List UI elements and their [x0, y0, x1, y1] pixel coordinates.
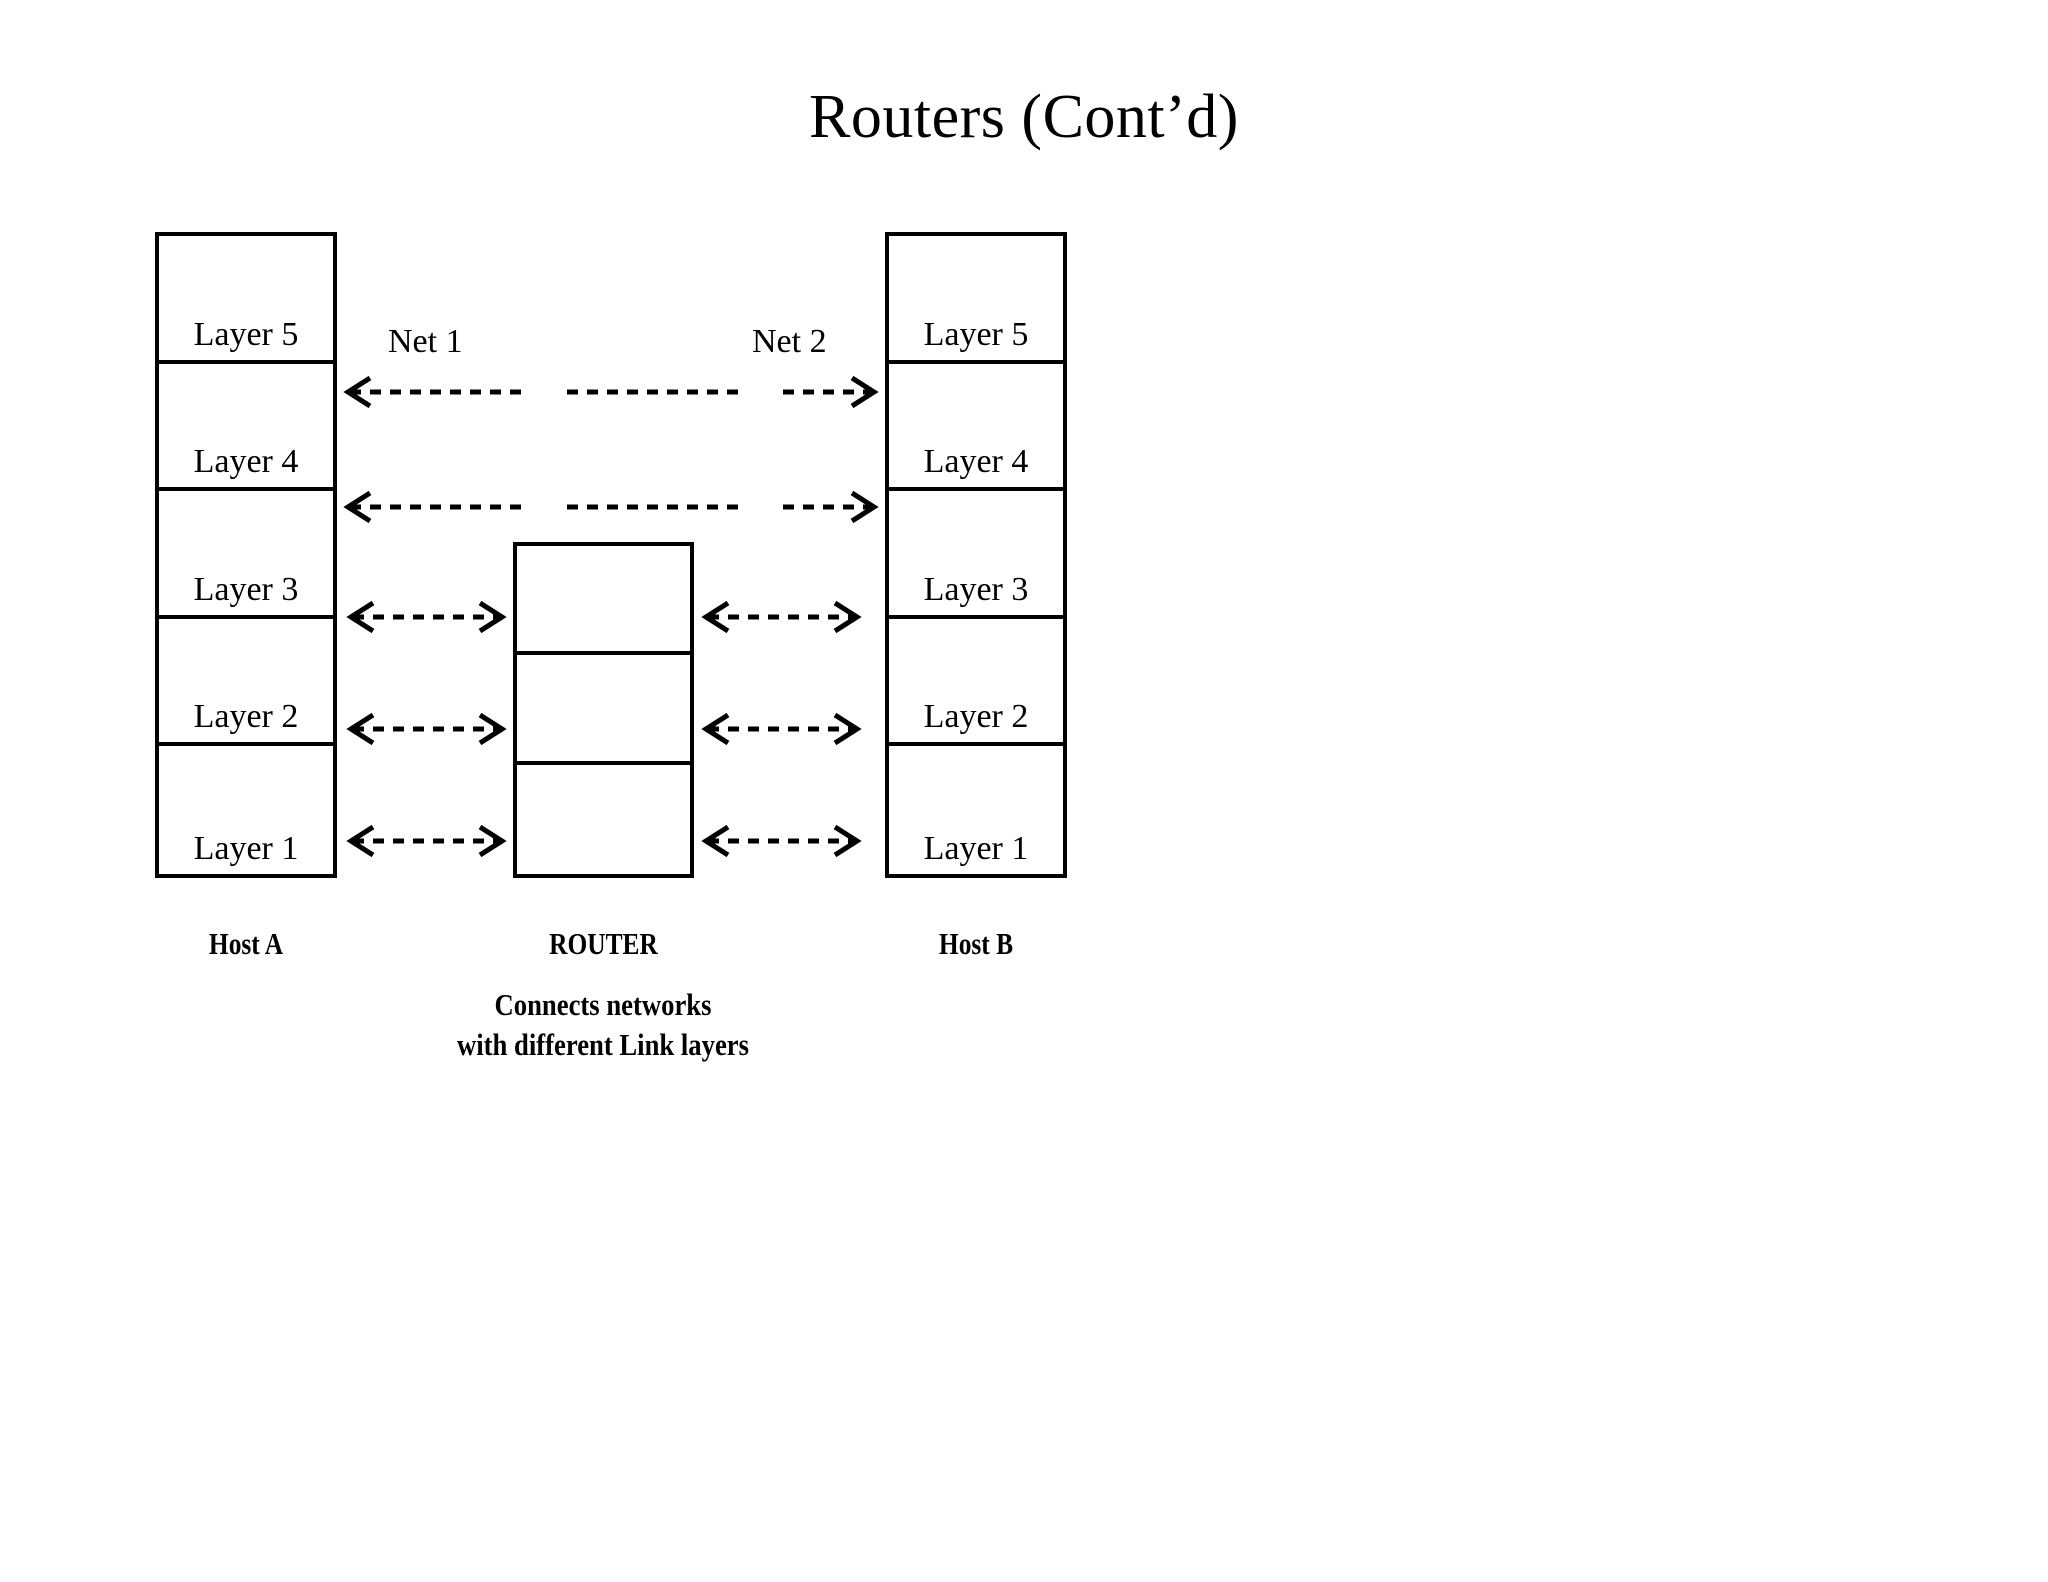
arrow-head-right-icon [478, 600, 507, 634]
arrow-head-right-icon [850, 490, 879, 524]
host-a-layer-2-label: Layer 2 [193, 698, 299, 736]
arrow-head-left-icon [346, 600, 375, 634]
arrow-head-right-icon [833, 712, 862, 746]
layer1-right-connection-svg [701, 824, 862, 858]
layer1-left-connection [345, 824, 508, 858]
arrow-head-left-icon [343, 490, 372, 524]
layer1-right-connection [700, 824, 863, 858]
router-layer-2-cell [517, 655, 690, 765]
host-a-layer-1-label: Layer 1 [193, 829, 299, 867]
host-b-layer-2-cell: Layer 2 [889, 618, 1063, 747]
arrow-head-right-icon [478, 712, 507, 746]
layer4-end-to-end-connection [340, 490, 882, 524]
host-b-stack: Layer 5 Layer 4 Layer 3 Layer 2 Layer 1 [885, 232, 1067, 878]
router-label: ROUTER [549, 926, 658, 961]
arrow-head-right-icon [833, 824, 862, 858]
layer2-left-connection-svg [346, 712, 507, 746]
net-1-label: Net 1 [388, 323, 463, 360]
host-b-layer-5-cell: Layer 5 [889, 236, 1063, 364]
host-a-label: Host A [208, 926, 284, 961]
arrow-head-left-icon [343, 375, 372, 409]
arrow-head-right-icon [478, 824, 507, 858]
router-stack [513, 542, 694, 878]
arrow-head-right-icon [833, 600, 862, 634]
layer3-right-connection-svg [701, 600, 862, 634]
host-a-layer-4-cell: Layer 4 [159, 363, 333, 492]
host-b-layer-4-label: Layer 4 [923, 443, 1029, 481]
router-caption: Connects networks with different Link la… [431, 985, 775, 1064]
layer5-end-to-end-connection [340, 375, 882, 409]
router-caption-line-1: Connects networks [494, 987, 712, 1022]
layer2-left-connection [345, 712, 508, 746]
router-layer-1-cell [517, 764, 690, 874]
host-a-layer-5-label: Layer 5 [193, 315, 299, 353]
layer4-connection-svg [343, 490, 879, 524]
arrow-head-right-icon [850, 375, 879, 409]
arrow-head-left-icon [346, 712, 375, 746]
layer1-left-connection-svg [346, 824, 507, 858]
host-a-layer-3-label: Layer 3 [193, 570, 299, 608]
host-a-stack: Layer 5 Layer 4 Layer 3 Layer 2 Layer 1 [155, 232, 337, 878]
arrow-head-left-icon [701, 600, 730, 634]
host-a-layer-3-cell: Layer 3 [159, 491, 333, 619]
layer3-right-connection [700, 600, 863, 634]
router-layer-3-cell [517, 546, 690, 656]
host-b-label: Host B [938, 926, 1014, 961]
arrow-head-left-icon [701, 824, 730, 858]
layer2-right-connection [700, 712, 863, 746]
host-b-layer-3-cell: Layer 3 [889, 491, 1063, 619]
layer3-left-connection-svg [346, 600, 507, 634]
page-title: Routers (Cont’d) [809, 83, 1239, 151]
layer3-left-connection [345, 600, 508, 634]
host-a-layer-5-cell: Layer 5 [159, 236, 333, 364]
router-caption-line-2: with different Link layers [456, 1026, 750, 1062]
host-a-layer-1-cell: Layer 1 [159, 746, 333, 874]
layer5-connection-svg [343, 375, 879, 409]
host-b-layer-3-label: Layer 3 [923, 570, 1029, 608]
host-b-layer-1-label: Layer 1 [923, 829, 1029, 867]
arrow-head-left-icon [701, 712, 730, 746]
host-b-layer-2-label: Layer 2 [923, 698, 1029, 736]
host-b-layer-4-cell: Layer 4 [889, 363, 1063, 492]
arrow-head-left-icon [346, 824, 375, 858]
host-b-layer-1-cell: Layer 1 [889, 746, 1063, 874]
host-a-layer-4-label: Layer 4 [193, 443, 299, 481]
host-a-layer-2-cell: Layer 2 [159, 618, 333, 747]
host-b-layer-5-label: Layer 5 [923, 315, 1029, 353]
net-2-label: Net 2 [752, 323, 827, 360]
layer2-right-connection-svg [701, 712, 862, 746]
